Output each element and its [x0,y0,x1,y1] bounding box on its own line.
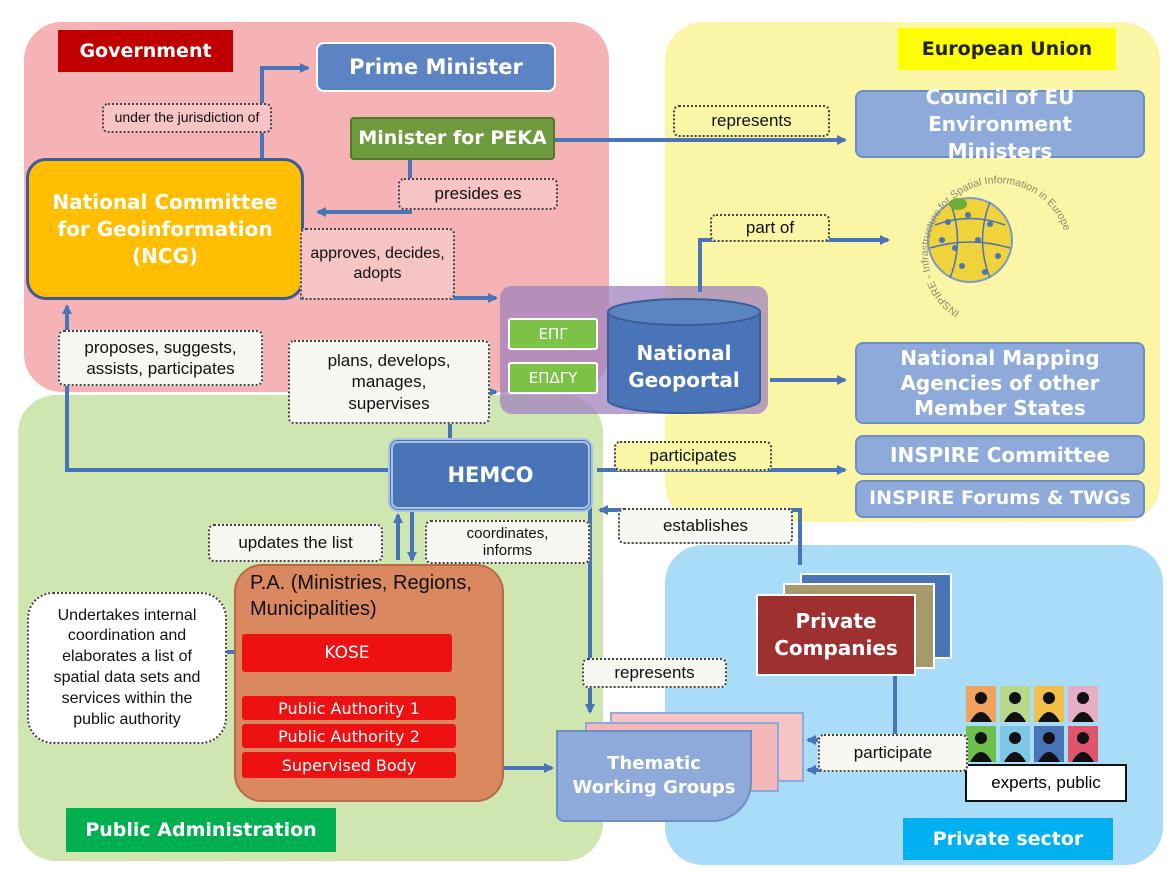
nma-other-box: National Mapping Agencies of other Membe… [855,342,1145,424]
public-authority-1-box: Public Authority 1 [242,696,456,720]
label-establishes: establishes [618,508,793,544]
label-plans: plans, develops, manages, supervises [288,340,490,424]
public-authority-2-box: Public Authority 2 [242,724,456,748]
label-proposes: proposes, suggests, assists, participate… [58,330,263,386]
inspire-committee-box: INSPIRE Committee [855,435,1145,475]
minister-peka-box: Minister for PEKA [350,117,555,160]
thematic-groups-box: Thematic Working Groups [556,730,752,822]
council-eu-box: Council of EU Environment Ministers [855,85,1145,163]
label-part-of: part of [710,214,830,242]
private-sector-tag: Private sector [903,818,1113,860]
ncg-box: National Committee for Geoinformation (N… [26,158,304,300]
epg-box: ΕΠΓ [508,318,598,350]
label-coordinates: coordinates, informs [425,520,590,564]
national-geoportal-label: National Geoportal [628,341,740,392]
label-represents-eu: represents [673,105,830,137]
supervised-body-box: Supervised Body [242,752,456,778]
european-union-tag: European Union [898,28,1116,70]
public-administration-tag: Public Administration [66,808,336,852]
experts-public-box: experts, public [965,764,1127,802]
label-under-jurisdiction: under the jurisdiction of [102,103,272,133]
label-undertakes: Undertakes internal coordination and ela… [27,592,227,744]
inspire-forums-box: INSPIRE Forums & TWGs [855,480,1145,518]
label-participate: participate [818,734,968,772]
label-approves: approves, decides, adopts [300,228,455,300]
pa-title: P.A. (Ministries, Regions, Municipalitie… [250,572,472,620]
private-companies-box: Private Companies [756,594,916,676]
label-represents-twg: represents [582,658,727,688]
label-participates: participates [614,441,772,471]
epdgy-box: ΕΠΔΓΥ [508,362,598,394]
hemco-box: HEMCO [388,438,593,512]
kose-box: KOSE [242,634,452,672]
government-tag: Government [58,30,233,72]
label-updates-list: updates the list [208,524,383,562]
prime-minister-box: Prime Minister [316,42,556,92]
label-presides: presides es [398,178,558,210]
